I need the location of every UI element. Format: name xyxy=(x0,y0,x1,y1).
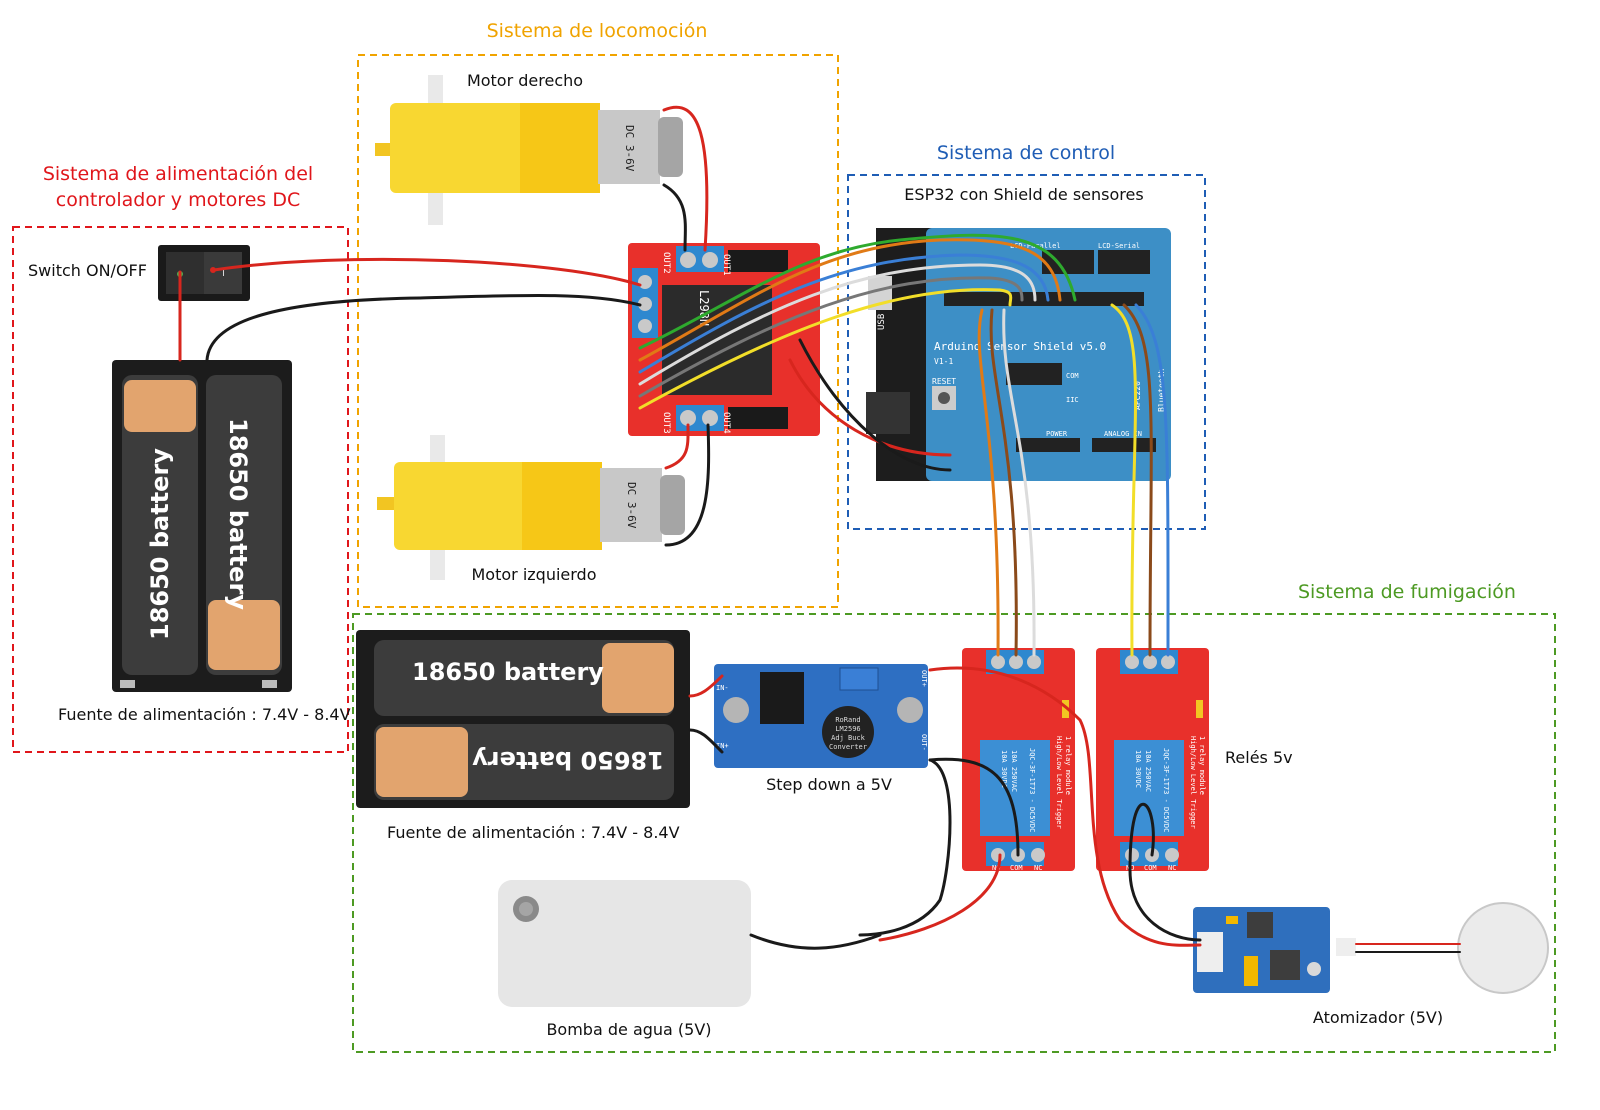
stepdown-chip: LM2596 xyxy=(835,725,860,733)
relay-1-module2: High/Low Level Trigger xyxy=(1055,736,1063,829)
relay-2-com: COM xyxy=(1144,864,1157,872)
relay-2-nc: NC xyxy=(1168,864,1176,872)
driver-out4: OUT4 xyxy=(721,412,731,434)
shield-iic: IIC xyxy=(1066,396,1079,404)
motor-left-marking: DC 3-6V xyxy=(625,482,638,529)
driver-out2: OUT2 xyxy=(661,252,671,274)
relay-1-nc: NC xyxy=(1034,864,1042,872)
stepdown-in-plus: IN+ xyxy=(716,742,729,750)
locomotion-group-title: Sistema de locomoción xyxy=(487,20,708,42)
relays-label: Relés 5v xyxy=(1225,748,1293,767)
stepdown-in-minus: IN- xyxy=(716,684,729,692)
power-source-2-label: Fuente de alimentación : 7.4V - 8.4V xyxy=(387,823,680,842)
relay-2-spec1: 10A 250VAC xyxy=(1144,750,1152,792)
stepdown-out-minus: OUT- xyxy=(920,734,928,751)
relay-1-spec2: 10A 30VDC xyxy=(1000,750,1008,788)
pump-label: Bomba de agua (5V) xyxy=(546,1020,711,1039)
relay-2-model: JQC-3F-1T73 - DC5VDC xyxy=(1162,748,1170,832)
battery-pack-1: 18650 battery 18650 battery xyxy=(112,360,292,692)
shield-reset: RESET xyxy=(932,377,956,386)
svg-text:I: I xyxy=(222,268,225,279)
motor-left: DC 3-6V xyxy=(377,435,685,580)
control-group-box xyxy=(847,174,1206,530)
relay-1-module1: 1 relay module xyxy=(1064,736,1072,795)
battery-2a-label: 18650 battery xyxy=(412,658,604,686)
control-group-title: Sistema de control xyxy=(937,142,1115,164)
battery-1b-label: 18650 battery xyxy=(224,418,252,610)
stepdown-out-plus: OUT+ xyxy=(920,670,928,687)
relay-1-com: COM xyxy=(1010,864,1023,872)
shield-apc220: APC220 xyxy=(1133,381,1142,410)
shield-lcd-serial: LCD-Serial xyxy=(1098,242,1140,250)
relay-1-spec1: 10A 250VAC xyxy=(1010,750,1018,792)
battery-2b-label: 18650 battery xyxy=(472,746,664,774)
step-down-converter: RoRand LM2596 Adj Buck Converter IN- IN+… xyxy=(714,664,928,768)
power-group-title-line2: controlador y motores DC xyxy=(56,189,300,211)
shield-usb: USB xyxy=(877,314,887,330)
shield-bluetooth: Bluetooth xyxy=(1157,368,1166,412)
switch-on-off[interactable]: I xyxy=(158,245,250,301)
atomizer-label: Atomizador (5V) xyxy=(1313,1008,1443,1027)
shield-version: V1-1 xyxy=(934,357,953,366)
driver-out1: OUT1 xyxy=(721,254,731,276)
motor-right-marking: DC 3-6V xyxy=(623,125,636,172)
relay-1: JQC-3F-1T73 - DC5VDC 10A 250VAC 10A 30VD… xyxy=(962,648,1075,872)
relay-1-no: NO xyxy=(992,864,1000,872)
shield-title: Arduino Sensor Shield v5.0 xyxy=(934,340,1106,353)
motor-right-label: Motor derecho xyxy=(467,71,583,90)
power-group-box xyxy=(12,226,349,753)
power-source-1-label: Fuente de alimentación : 7.4V - 8.4V xyxy=(58,705,351,724)
atomizer-module xyxy=(1193,907,1356,993)
stepdown-line3: Adj Buck xyxy=(831,734,866,742)
battery-pack-2: 18650 battery 18650 battery xyxy=(356,630,690,808)
stepdown-line4: Converter xyxy=(829,743,867,751)
relay-2-module2: High/Low Level Trigger xyxy=(1189,736,1197,829)
shield-analog: ANALOG IN xyxy=(1104,430,1142,438)
power-group-title-line1: Sistema de alimentación del xyxy=(43,163,313,185)
motor-right: DC 3-6V xyxy=(375,75,683,225)
battery-1a-label: 18650 battery xyxy=(146,448,174,640)
stepdown-brand: RoRand xyxy=(835,716,860,724)
driver-out3: OUT3 xyxy=(661,412,671,434)
motor-left-label: Motor izquierdo xyxy=(472,565,597,584)
fumigation-group-box xyxy=(352,613,1556,1053)
locomotion-group-box xyxy=(357,54,839,608)
relay-2-module1: 1 relay module xyxy=(1198,736,1206,795)
shield-power: POWER xyxy=(1046,430,1068,438)
wiring xyxy=(178,105,1461,953)
step-down-label: Step down a 5V xyxy=(766,775,892,794)
switch-label: Switch ON/OFF xyxy=(28,261,147,280)
esp32-label: ESP32 con Shield de sensores xyxy=(904,185,1143,204)
water-pump xyxy=(498,880,751,1007)
relay-2-spec2: 10A 30VDC xyxy=(1134,750,1142,788)
shield-com: COM xyxy=(1066,372,1079,380)
atomizer-disc xyxy=(1457,902,1549,994)
relay-1-model: JQC-3F-1T73 - DC5VDC xyxy=(1028,748,1036,832)
fumigation-group-title: Sistema de fumigación xyxy=(1298,581,1516,603)
